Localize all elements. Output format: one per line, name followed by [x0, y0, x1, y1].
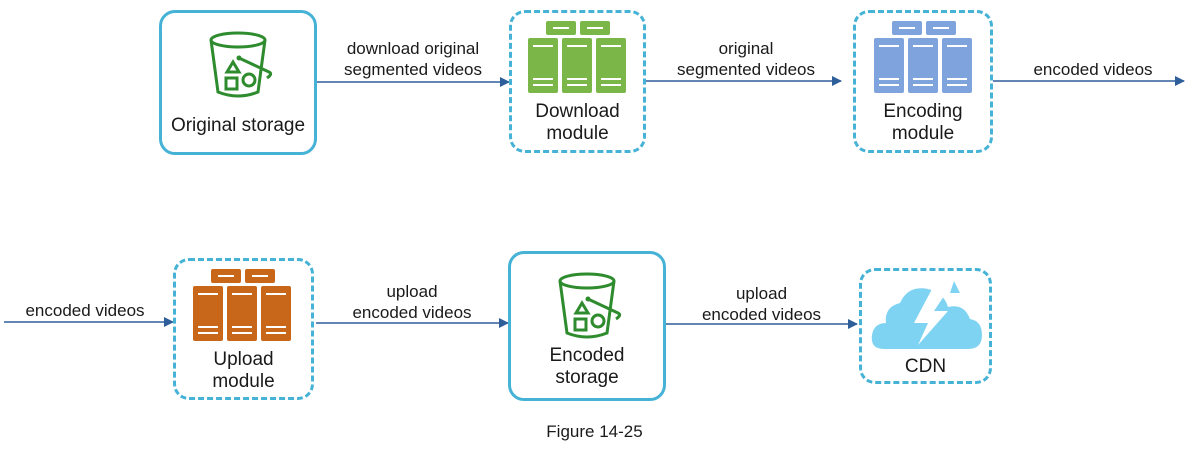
node-label: Original storage	[170, 115, 306, 136]
edge-label-line1: download original	[346, 39, 480, 58]
bucket-icon	[209, 31, 273, 98]
edge-label-line2: encoded videos	[701, 305, 822, 324]
node-label-line2: module	[212, 371, 275, 392]
server-cluster-icon	[528, 21, 626, 93]
node-label-line1: Upload	[213, 349, 274, 370]
cloud-lightning-icon	[871, 281, 982, 349]
node-download-module: Download module	[509, 10, 646, 153]
node-label-line1: Encoding	[883, 101, 963, 122]
node-original-storage: Original storage	[159, 10, 317, 155]
node-label-line2: module	[891, 123, 955, 144]
edge-label-original-to-download: download original segmented videos	[317, 38, 509, 80]
edge-label-encoded-to-cdn: upload encoded videos	[666, 283, 857, 325]
node-label: CDN	[904, 356, 947, 377]
edge-label-line1: encoded videos	[1033, 60, 1153, 79]
node-label-line2: module	[546, 123, 609, 144]
edge-label-line1: upload	[735, 284, 788, 303]
edge-label-upload-to-encoded: upload encoded videos	[316, 281, 508, 323]
node-label-line1: Encoded	[549, 345, 625, 366]
node-label-line2: storage	[555, 367, 619, 388]
bucket-icon	[558, 272, 622, 339]
edge-label-line2: segmented videos	[677, 60, 815, 79]
node-encoding-module: Encoding module	[853, 10, 993, 153]
edge-label-line1: encoded videos	[25, 301, 145, 320]
edge-label-line1: upload	[386, 282, 438, 301]
edge-label-encoding-out: encoded videos	[1000, 59, 1186, 80]
node-cdn: CDN	[859, 268, 992, 384]
server-cluster-icon	[193, 269, 291, 341]
edge-label-line2: encoded videos	[352, 303, 472, 322]
edge-label-in-to-upload: encoded videos	[0, 300, 170, 321]
node-encoded-storage: Encoded storage	[508, 251, 666, 401]
server-cluster-icon	[874, 21, 972, 93]
node-upload-module: Upload module	[173, 258, 314, 400]
node-label-line1: Download	[535, 101, 620, 122]
edge-label-line2: segmented videos	[344, 60, 482, 79]
edge-label-line1: original	[718, 39, 774, 58]
edge-label-download-to-encoding: original segmented videos	[651, 38, 841, 80]
figure-caption: Figure 14-25	[546, 422, 643, 441]
